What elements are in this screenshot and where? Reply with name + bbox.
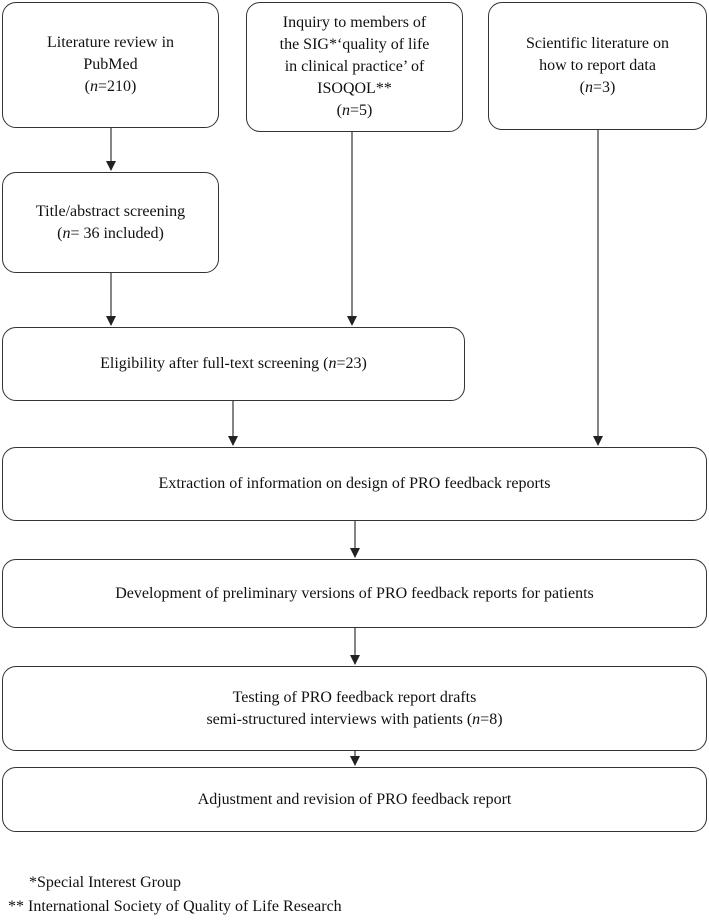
adjustment-box: Adjustment and revision of PRO feedback … — [2, 767, 707, 832]
inquiry-line-4: ISOQOL** — [317, 80, 392, 97]
scientific-literature-box: Scientific literature on how to report d… — [488, 2, 707, 130]
testing-line-2: semi-structured interviews with patients… — [206, 710, 503, 728]
scientific-literature-line-2: how to report data — [539, 57, 656, 74]
testing-line-1: Testing of PRO feedback report drafts — [232, 688, 477, 706]
literature-review-line-2: PubMed — [83, 56, 138, 73]
footnote-isoqol: ** International Society of Quality of L… — [8, 898, 342, 915]
eligibility-box: Eligibility after full-text screening (n… — [2, 327, 465, 401]
extraction-box: Extraction of information on design of P… — [2, 447, 707, 521]
inquiry-line-1: Inquiry to members of — [282, 14, 427, 31]
inquiry-count: (n=5) — [336, 102, 373, 119]
eligibility-text: Eligibility after full-text screening (n… — [100, 355, 367, 372]
literature-review-line-1: Literature review in — [46, 34, 175, 51]
inquiry-line-2: the SIG*‘quality of life — [279, 36, 430, 53]
adjustment-text: Adjustment and revision of PRO feedback … — [197, 790, 512, 808]
footnote-sig: *Special Interest Group — [29, 874, 181, 891]
extraction-text: Extraction of information on design of P… — [158, 475, 551, 492]
scientific-literature-count: (n=3) — [579, 79, 616, 96]
title-abstract-screening-box: Title/abstract screening (n= 36 included… — [2, 172, 219, 273]
development-box: Development of preliminary versions of P… — [2, 559, 707, 628]
title-abstract-screening-line: Title/abstract screening — [35, 202, 186, 220]
inquiry-box: Inquiry to members of the SIG*‘quality o… — [246, 2, 463, 132]
inquiry-line-3: in clinical practice’ of — [284, 58, 425, 75]
development-text: Development of preliminary versions of P… — [115, 584, 594, 602]
scientific-literature-line-1: Scientific literature on — [525, 35, 670, 52]
literature-review-box: Literature review in PubMed (n=210) — [2, 2, 219, 128]
testing-box: Testing of PRO feedback report drafts se… — [2, 666, 707, 751]
literature-review-count: (n=210) — [84, 78, 137, 95]
title-abstract-screening-count: (n= 36 included) — [57, 224, 164, 242]
